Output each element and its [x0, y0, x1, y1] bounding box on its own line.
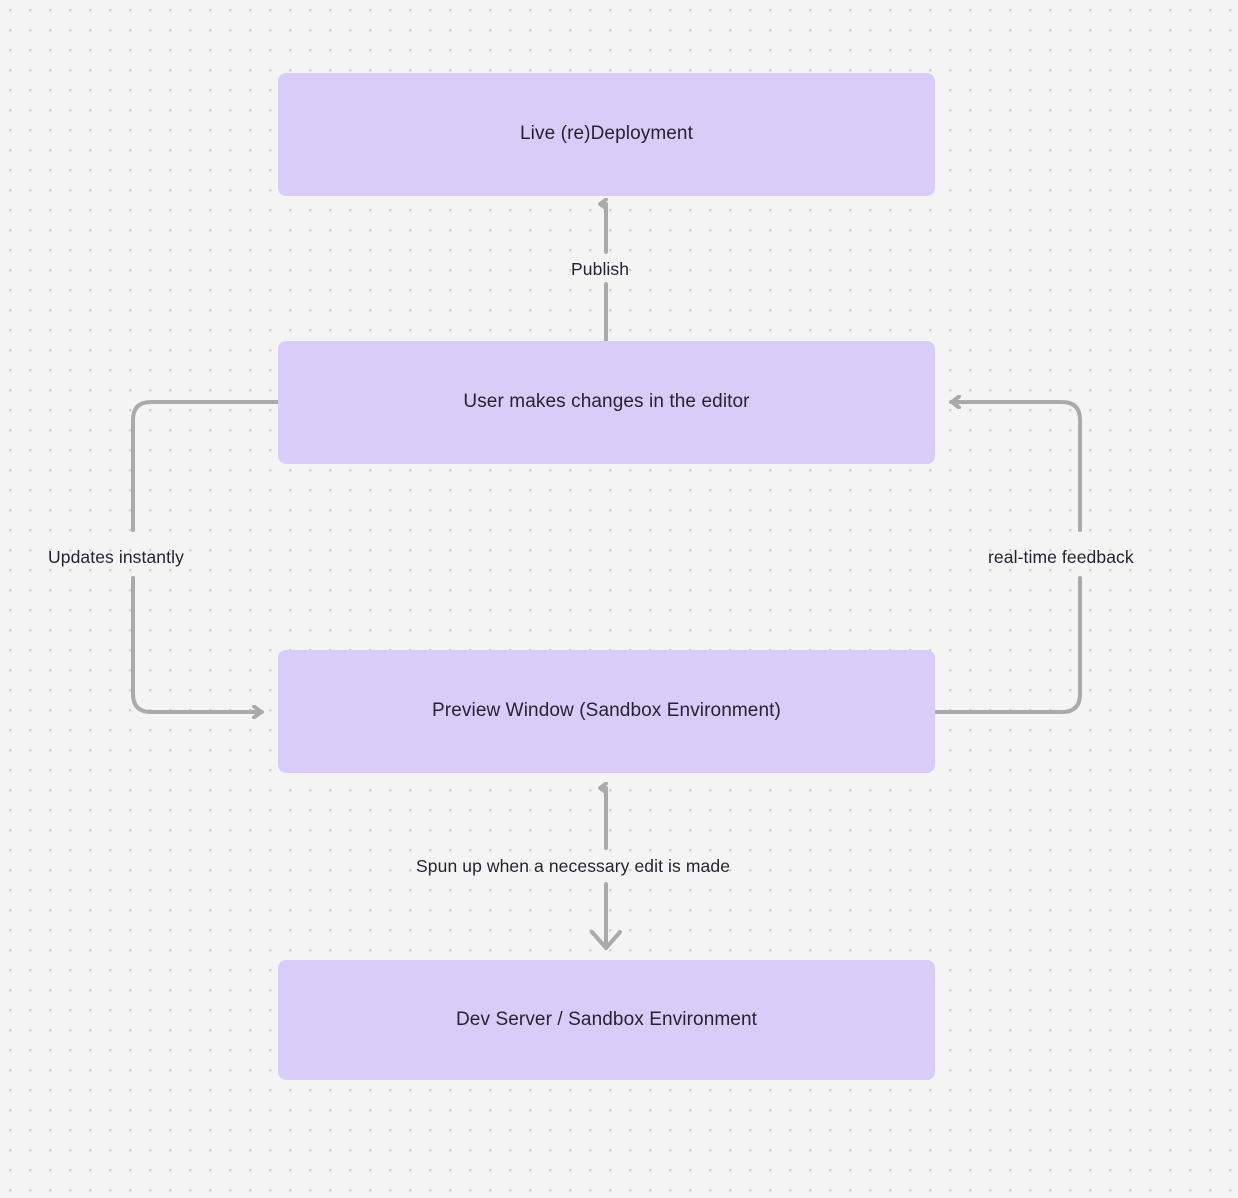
node-live-redeployment-label: Live (re)Deployment [520, 123, 693, 145]
edge-label-updates-instantly: Updates instantly [48, 547, 184, 567]
node-user-makes-changes-label: User makes changes in the editor [463, 391, 750, 413]
edge-spun-up [590, 788, 622, 950]
edge-label-publish: Publish [571, 259, 630, 279]
edge-label-spun-up: Spun up when a necessary edit is made [416, 856, 731, 876]
node-live-redeployment[interactable]: Live (re)Deployment [278, 73, 935, 196]
edge-updates-instantly [131, 400, 280, 712]
edge-label-real-time-feedback: real-time feedback [988, 547, 1134, 567]
node-preview-window[interactable]: Preview Window (Sandbox Environment) [278, 650, 935, 773]
node-dev-server-label: Dev Server / Sandbox Environment [455, 1008, 757, 1030]
node-dev-server[interactable]: Dev Server / Sandbox Environment [278, 960, 935, 1080]
edge-real-time-feedback [933, 402, 1082, 714]
node-user-makes-changes[interactable]: User makes changes in the editor [278, 341, 935, 464]
node-preview-window-label: Preview Window (Sandbox Environment) [432, 700, 781, 722]
